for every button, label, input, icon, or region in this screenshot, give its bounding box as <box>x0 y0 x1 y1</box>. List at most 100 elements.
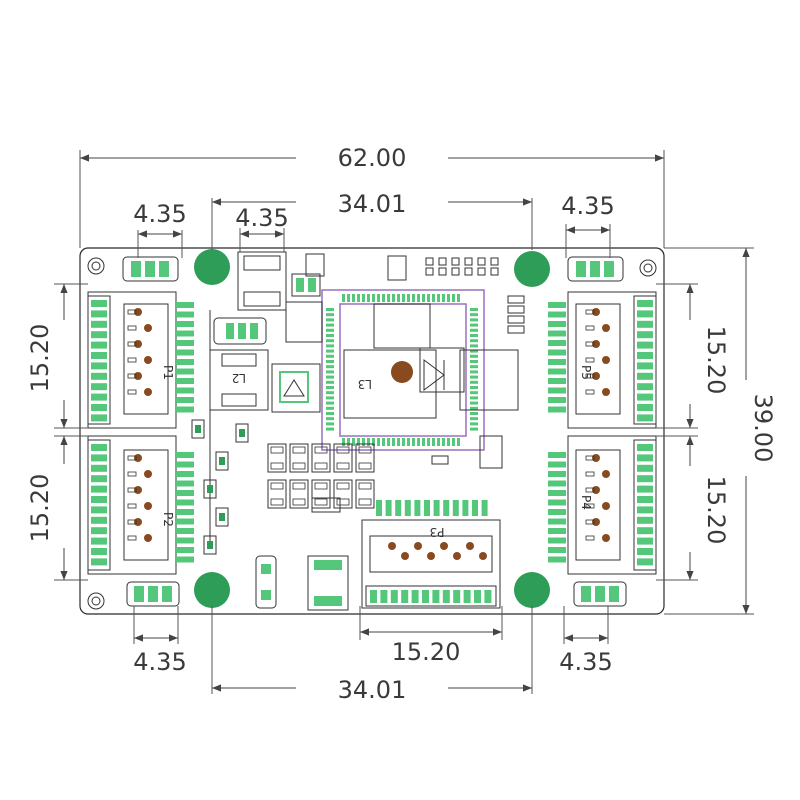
edge-pin-pad <box>432 590 440 603</box>
misc-components <box>209 251 503 611</box>
top-led-row <box>425 257 499 276</box>
port-via <box>602 470 610 478</box>
ic-pad <box>342 294 345 302</box>
side-pad <box>548 387 566 394</box>
smd-pad <box>292 498 306 506</box>
edge-pin-pad <box>91 352 107 359</box>
edge-pin-pad <box>637 331 653 339</box>
ic-pad <box>357 294 360 302</box>
designator-l2: L2 <box>232 371 246 385</box>
side-pad <box>176 499 194 506</box>
ic-pad <box>326 422 334 426</box>
smd-resistor <box>311 479 331 509</box>
ic-pad <box>362 438 365 446</box>
side-pad <box>548 461 566 468</box>
ic-pad <box>470 412 478 415</box>
smd-pad <box>336 482 350 490</box>
port-via <box>401 552 409 560</box>
edge-pin-pad <box>474 590 481 603</box>
edge-pin-pad <box>91 372 107 380</box>
smd-part <box>235 423 249 443</box>
ic-pad <box>470 417 478 421</box>
ic-pad <box>382 438 385 446</box>
port-via-pad <box>585 455 595 461</box>
side-pad <box>472 500 478 516</box>
edge-pin-pad <box>91 310 107 318</box>
port-via-pad <box>585 357 595 363</box>
ic-pad <box>326 328 334 332</box>
side-pad <box>548 397 566 403</box>
edge-pin-pad <box>637 516 653 524</box>
smd-part <box>215 451 229 471</box>
smd-pad <box>292 446 306 454</box>
edge-pin-pad <box>91 516 107 524</box>
side-pad <box>176 302 194 308</box>
mounting-hole-top-left <box>87 257 105 275</box>
port-via-pad <box>127 341 137 347</box>
ic-pad <box>417 438 420 446</box>
port-via <box>144 502 152 510</box>
p4-vias <box>585 454 610 542</box>
pcb-board: P1 P2 P5 <box>79 247 665 615</box>
ic-pad <box>382 294 385 302</box>
port-via <box>592 454 600 462</box>
side-pad <box>176 321 194 327</box>
ic-pad <box>427 438 430 446</box>
side-pad <box>548 537 566 544</box>
edge-pin-pad <box>91 393 107 401</box>
smd-resistor <box>333 443 353 473</box>
side-pad <box>548 547 566 553</box>
dim-connector-top-left: 4.35 <box>133 200 186 228</box>
led-pad <box>490 257 499 266</box>
ic-pad <box>470 318 478 322</box>
mounting-hole-top-right-inner <box>643 263 653 273</box>
edge-pin-pad <box>91 320 107 328</box>
p5-edge-pins <box>637 300 653 422</box>
edge-pin-pad <box>442 590 450 603</box>
ic-pad <box>432 438 435 446</box>
side-pad <box>176 452 194 458</box>
port-p3: P3 <box>361 500 501 609</box>
ic-pad-ring <box>326 294 478 446</box>
port-via <box>414 542 422 550</box>
port-p4: P4 <box>548 435 657 575</box>
edge-pin-pad <box>637 537 653 545</box>
ic-pad <box>377 438 380 446</box>
edge-pin-pad <box>91 485 107 493</box>
ic-pad <box>326 380 334 384</box>
led-pad <box>464 267 473 276</box>
ic-pad <box>402 438 405 446</box>
ic-pad <box>470 406 478 410</box>
side-pad <box>548 406 566 413</box>
edge-pin-pad <box>637 414 653 422</box>
ic-pad <box>397 294 400 302</box>
p4-side-pads <box>548 452 566 563</box>
ic-pad <box>437 294 440 302</box>
side-pad <box>176 461 194 468</box>
port-via <box>427 552 435 560</box>
led-pad <box>477 257 486 266</box>
ic-pad <box>326 344 334 348</box>
side-pad <box>176 471 194 477</box>
ic-pad <box>417 294 420 302</box>
led-pad <box>425 267 434 276</box>
edge-pin-pad <box>637 496 653 503</box>
p4-edge-pins <box>637 444 653 566</box>
smd-part <box>203 535 217 555</box>
port-via-pad <box>127 455 137 461</box>
dim-connector-bottom-left: 4.35 <box>133 648 186 676</box>
ic-pad <box>412 438 415 446</box>
side-pad <box>176 556 194 563</box>
edge-pin-pad <box>370 590 377 603</box>
ic-pad <box>470 396 478 400</box>
ic-pad <box>326 386 334 389</box>
side-pad <box>548 509 566 515</box>
port-via <box>602 356 610 364</box>
smd-resistor <box>333 479 353 509</box>
smd-part <box>507 325 525 334</box>
ic-silk-outer <box>321 289 485 451</box>
small-smd-parts <box>191 419 249 555</box>
edge-pin-pad <box>91 300 107 307</box>
ic-pad <box>347 438 350 446</box>
smd-pad <box>336 498 350 506</box>
